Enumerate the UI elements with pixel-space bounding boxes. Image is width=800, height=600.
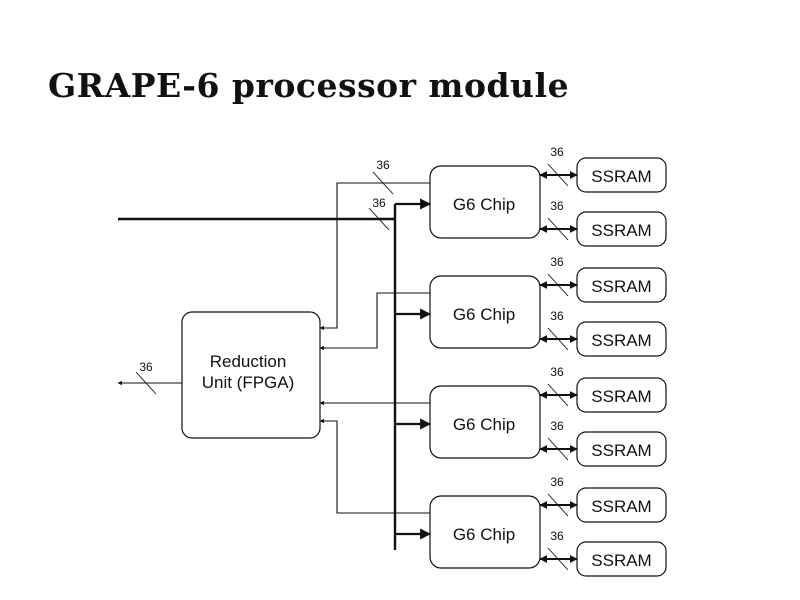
- reduction-unit-label: Reduction: [210, 352, 287, 371]
- bus-width-label: 36: [550, 255, 564, 269]
- bus-width-label: 36: [372, 196, 386, 210]
- ssram-label: SSRAM: [591, 221, 651, 240]
- bus-width-label: 36: [550, 529, 564, 543]
- chip-result-line: [319, 418, 430, 514]
- ssram-label: SSRAM: [591, 387, 651, 406]
- bus-width-slash: [547, 383, 569, 407]
- bus-width-label: 36: [550, 309, 564, 323]
- bus-width-slash: [547, 217, 569, 241]
- bus-width-label: 36: [550, 199, 564, 213]
- bus-width-label: 36: [550, 475, 564, 489]
- bus-width-slash: [135, 371, 157, 395]
- bus-width-label: 36: [550, 419, 564, 433]
- ssram-label: SSRAM: [591, 497, 651, 516]
- ssram-label: SSRAM: [591, 167, 651, 186]
- reduction-unit-label: Unit (FPGA): [202, 373, 295, 392]
- ssram-label: SSRAM: [591, 441, 651, 460]
- bus-width-label: 36: [139, 360, 153, 374]
- g6-chip-label: G6 Chip: [453, 415, 515, 434]
- bus-width-slash: [372, 171, 394, 195]
- bus-width-slash: [547, 437, 569, 461]
- bus-width-slash: [547, 327, 569, 351]
- ssram-label: SSRAM: [591, 277, 651, 296]
- bus-width-slash: [368, 207, 390, 231]
- g6-chip-label: G6 Chip: [453, 195, 515, 214]
- bus-width-label: 36: [550, 365, 564, 379]
- ssram-label: SSRAM: [591, 551, 651, 570]
- chip-result-line: [319, 292, 430, 351]
- bus-width-label: 36: [376, 158, 390, 172]
- bus-width-label: 36: [550, 145, 564, 159]
- bus-width-slash: [547, 493, 569, 517]
- ssram-label: SSRAM: [591, 331, 651, 350]
- page-title: GRAPE-6 processor module: [48, 66, 570, 105]
- bus-width-slash: [547, 273, 569, 297]
- g6-chip-label: G6 Chip: [453, 305, 515, 324]
- bus-width-slash: [547, 163, 569, 187]
- reduction-unit-box: [181, 311, 321, 439]
- bus-width-slash: [547, 547, 569, 571]
- g6-chip-label: G6 Chip: [453, 525, 515, 544]
